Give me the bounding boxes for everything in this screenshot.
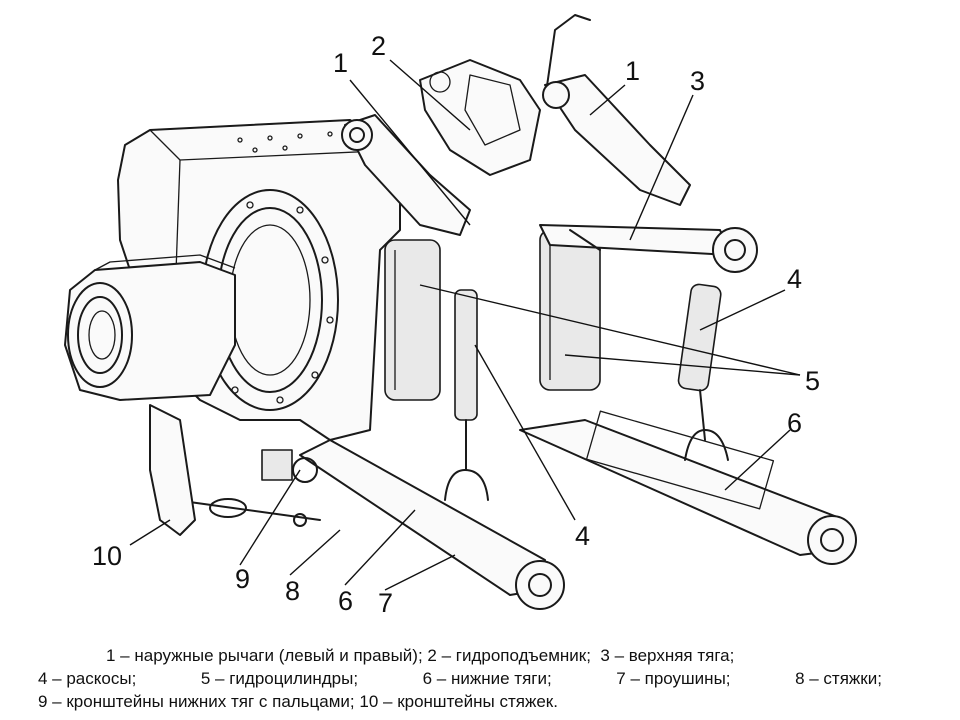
callout-5: 5 [805, 366, 820, 396]
caption-line-2: 4 – раскосы; 5 – гидроцилиндры; 6 – нижн… [38, 667, 882, 690]
callout-4-right: 4 [787, 264, 802, 294]
control-rod [544, 14, 591, 101]
caption-line-3: 9 – кронштейны нижних тяг с пальцами; 10… [38, 690, 882, 713]
callout-2: 2 [371, 31, 386, 61]
caption-item: 5 – гидроцилиндры; [200, 669, 359, 688]
legend-caption: 1 – наружные рычаги (левый и правый); 2 … [38, 644, 882, 713]
caption-item: 2 – гидроподъемник; [427, 646, 591, 665]
caption-item: 8 – стяжки; [795, 669, 882, 688]
caption-item: 9 – кронштейны нижних тяг с пальцами; [38, 692, 355, 711]
lift-rods [454, 283, 722, 471]
callout-6-left: 6 [338, 586, 353, 616]
callout-leaders [129, 59, 801, 591]
hitch-assembly-drawing: 1 2 1 3 4 5 6 4 10 9 8 6 7 [64, 14, 857, 618]
callout-9: 9 [235, 564, 250, 594]
caption-item: 7 – проушины; [616, 669, 731, 688]
callout-1-left: 1 [333, 48, 348, 78]
outer-lift-arms [341, 74, 691, 236]
final-drive-flange [201, 189, 339, 411]
caption-item: 3 – верхняя тяга; [600, 646, 735, 665]
callout-3: 3 [690, 66, 705, 96]
lower-link-bracket [261, 449, 318, 483]
caption-item: 4 – раскосы; [38, 669, 137, 688]
hydraulic-lift-block [419, 59, 541, 176]
caption-item: 6 – нижние тяги; [422, 669, 552, 688]
axle-housing [64, 254, 236, 401]
callout-6-right: 6 [787, 408, 802, 438]
stabilizer-turnbuckles [174, 498, 321, 527]
callout-1-right: 1 [625, 56, 640, 86]
caption-item: 10 – кронштейны стяжек. [359, 692, 558, 711]
callout-7: 7 [378, 588, 393, 618]
callout-8: 8 [285, 576, 300, 606]
caption-line-1: 1 – наружные рычаги (левый и правый); 2 … [38, 644, 882, 667]
callout-4-left: 4 [575, 521, 590, 551]
clevises [444, 429, 729, 501]
caption-item: 1 – наружные рычаги (левый и правый); [106, 646, 423, 665]
stabilizer-bracket [149, 404, 196, 536]
callout-10: 10 [92, 541, 122, 571]
lower-links [299, 410, 857, 610]
top-link [539, 224, 758, 273]
